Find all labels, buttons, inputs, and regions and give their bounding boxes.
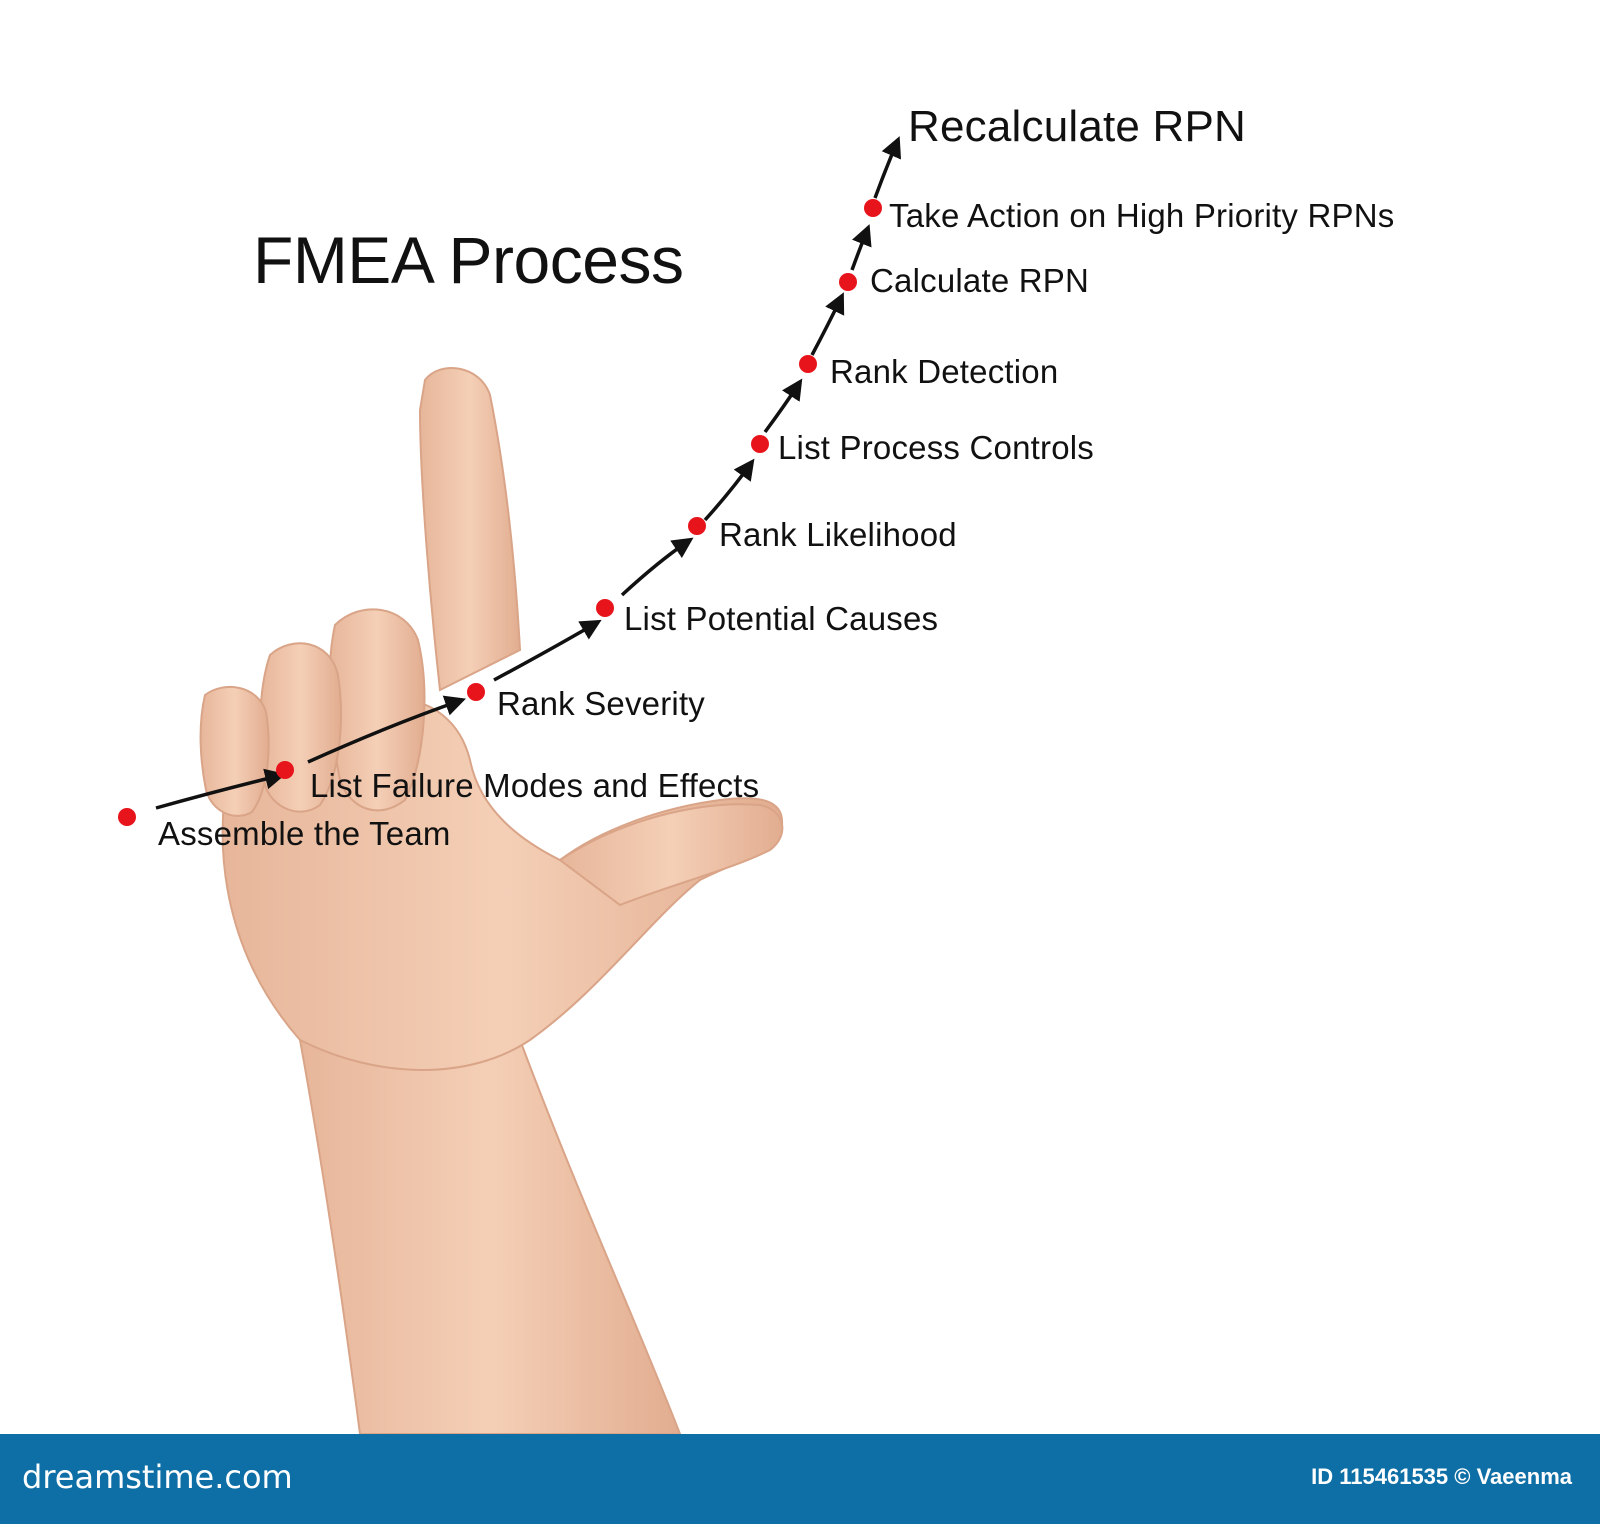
node-calculate-rpn [839,273,857,291]
step-label-list-process-controls: List Process Controls [778,429,1094,466]
node-assemble-the-team [118,808,136,826]
node-list-failure-modes [276,761,294,779]
step-label-calculate-rpn: Calculate RPN [870,262,1090,299]
step-label-list-failure-modes: List Failure Modes and Effects [310,767,760,804]
arrow-6 [763,378,803,434]
arrow-7 [810,292,845,356]
step-label-recalculate-rpn: Recalculate RPN [908,102,1247,151]
node-take-action [864,199,882,217]
step-label-take-action: Take Action on High Priority RPNs [889,197,1395,234]
node-list-potential-causes [596,599,614,617]
watermark-footer-bar: dreamstime.com ID 115461535 © Vaeenma [0,1434,1600,1524]
node-rank-detection [799,355,817,373]
step-label-assemble-the-team: Assemble the Team [158,815,451,852]
arrow-9 [873,136,902,199]
arrow-5 [703,458,755,522]
node-list-process-controls [751,435,769,453]
arrow-3 [493,619,602,682]
arrow-1 [155,768,287,810]
flow-nodes [118,199,882,826]
footer-image-credit: ID 115461535 © Vaeenma [1311,1464,1572,1489]
step-label-rank-likelihood: Rank Likelihood [719,516,957,553]
step-label-rank-severity: Rank Severity [497,685,706,722]
node-rank-severity [467,683,485,701]
step-label-rank-detection: Rank Detection [830,353,1059,390]
node-rank-likelihood [688,517,706,535]
page-title: FMEA Process [253,223,684,297]
step-label-list-potential-causes: List Potential Causes [624,600,939,637]
flow-arrows [155,136,902,810]
arrow-2 [307,695,466,764]
arrow-4 [620,537,694,597]
arrow-8 [850,224,872,271]
footer-brand-logo: dreamstime.com [22,1458,293,1496]
